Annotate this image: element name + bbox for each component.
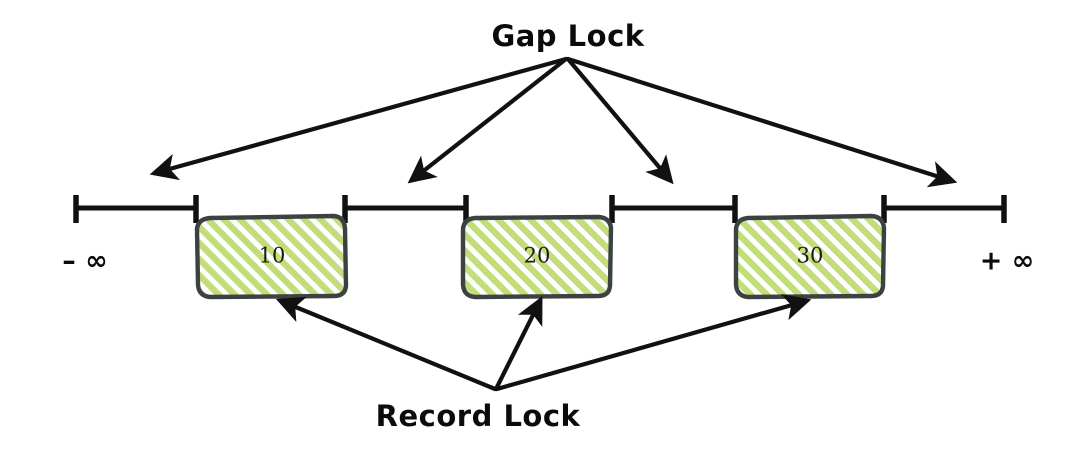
gap-segment-3 xyxy=(609,195,738,223)
gap-lock-pointer-4 xyxy=(565,56,958,188)
record-box-30: 30 xyxy=(733,213,887,300)
gap-segment-2 xyxy=(342,195,469,223)
gap-lock-pointer-1 xyxy=(149,56,569,181)
gap-segment-4 xyxy=(881,195,1007,223)
gap-lock-pointer-2 xyxy=(407,56,569,184)
record-box-label: 20 xyxy=(524,244,551,268)
record-lock-callout-label: Record Lock xyxy=(376,399,581,433)
record-lock-pointer-2 xyxy=(493,296,543,392)
record-box-label: 30 xyxy=(797,244,824,268)
gap-lock-pointer-3 xyxy=(565,56,674,185)
record-lock-boxes: 10 20 30 xyxy=(194,213,887,300)
record-box-label: 10 xyxy=(259,244,286,268)
gap-segment-1 xyxy=(73,195,199,223)
positive-infinity-label: + ∞ xyxy=(980,246,1035,277)
record-lock-pointer-1 xyxy=(275,296,498,392)
gap-lock-callout-label: Gap Lock xyxy=(491,19,644,53)
negative-infinity-label: – ∞ xyxy=(62,246,107,277)
record-lock-pointers xyxy=(275,293,812,392)
record-box-10: 10 xyxy=(194,213,349,300)
record-box-20: 20 xyxy=(460,214,614,300)
number-line-axis xyxy=(73,195,1007,223)
gap-lock-pointers xyxy=(149,56,958,188)
record-lock-pointer-3 xyxy=(494,293,812,392)
